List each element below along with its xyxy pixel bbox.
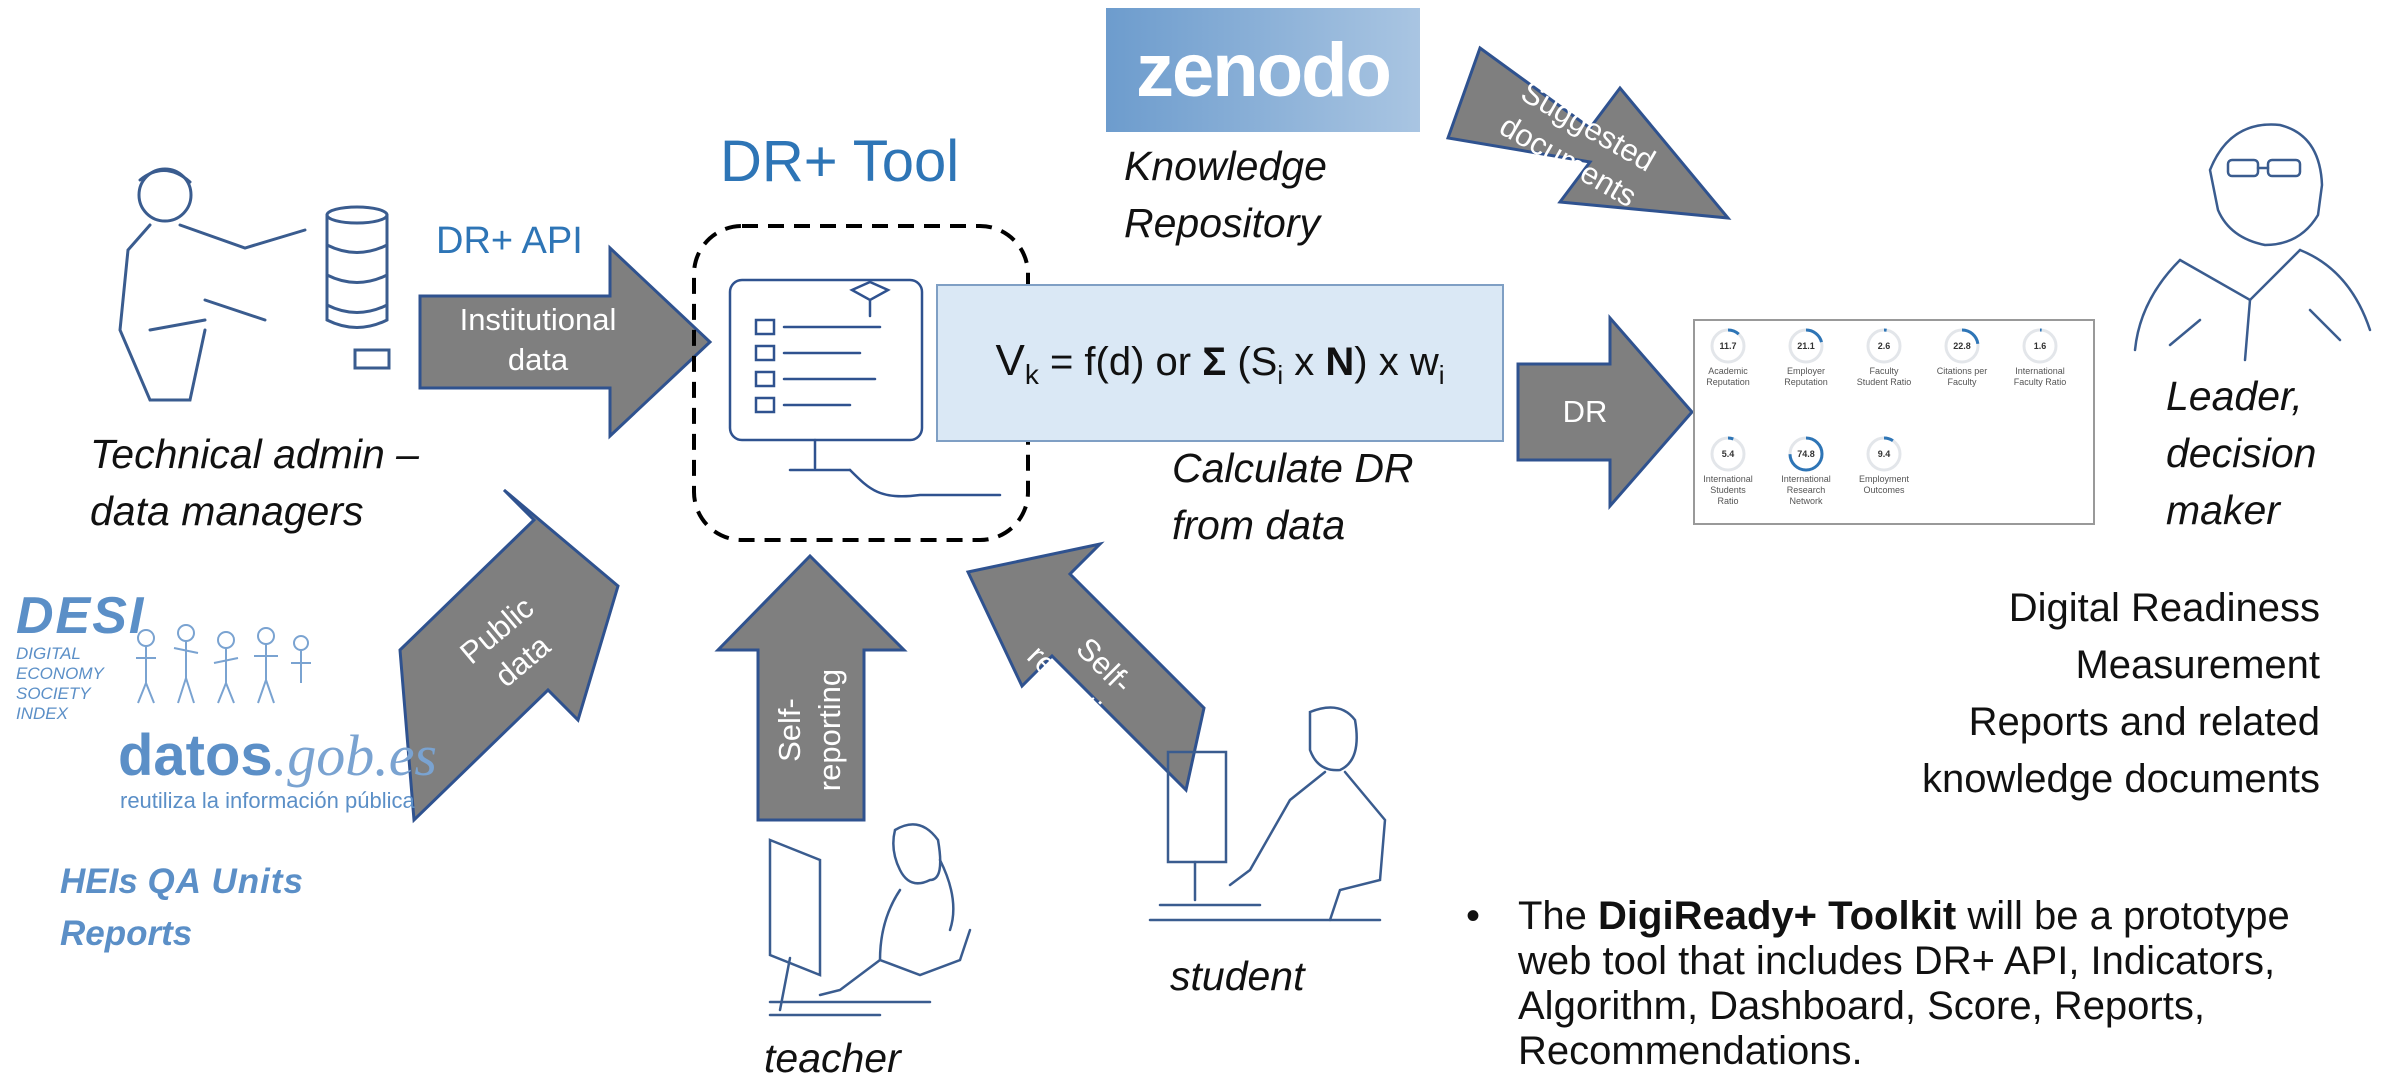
gauge-label: Employment [1859, 474, 1910, 484]
dr-tool-title: DR+ Tool [720, 128, 959, 195]
gauge-label: International [1703, 474, 1753, 484]
datos-gob-logo[interactable]: datos.gob.es reutiliza la información pú… [118, 724, 437, 814]
gauge-value: 9.4 [1878, 449, 1891, 459]
gauge-label: Reputation [1706, 377, 1750, 387]
gauge-label: Network [1789, 496, 1823, 506]
calculate-dr-caption: Calculate DR from data [1172, 440, 1414, 554]
gauge-label: International [2015, 366, 2065, 376]
zenodo-logo-text: zenodo [1136, 27, 1390, 114]
outputs-list: Digital Readiness Measurement Reports an… [1820, 580, 2320, 808]
desi-logo[interactable]: DESI DIGITAL ECONOMY SOCIETY INDEX [16, 588, 306, 738]
student-caption: student [1170, 948, 1305, 1005]
gauge-value: 22.8 [1953, 341, 1971, 351]
gauge-value: 5.4 [1722, 449, 1735, 459]
gauge-label: Research [1787, 485, 1826, 495]
toolkit-bullet: • The DigiReady+ Toolkit will be a proto… [1466, 894, 2366, 1074]
gauge-value: 21.1 [1797, 341, 1815, 351]
gauge-label: Reputation [1784, 377, 1828, 387]
gauge-value: 11.7 [1719, 341, 1736, 351]
gauge-label: Academic [1708, 366, 1748, 376]
leader-caption: Leader, decision maker [2166, 368, 2316, 539]
gauge-label: Outcomes [1863, 485, 1905, 495]
heis-qa-reports: HEIs QA Units Reports [60, 856, 304, 960]
teacher-caption: teacher [764, 1030, 901, 1087]
gauge-value: 74.8 [1797, 449, 1815, 459]
gauge-value: 2.6 [1878, 341, 1891, 351]
gauge-value: 1.6 [2034, 341, 2047, 351]
gauge-label: Student Ratio [1857, 377, 1912, 387]
formula-box: Vk = f(d) or Σ (Si x N) x wi [936, 284, 1504, 442]
technical-admin-caption: Technical admin – data managers [90, 426, 419, 540]
institutional-data-label: Institutional data [430, 300, 646, 380]
gauge-label: Citations per [1937, 366, 1988, 376]
bullet-dot: • [1466, 894, 1480, 939]
formula: Vk = f(d) or Σ (Si x N) x wi [995, 336, 1444, 391]
leader-sketch [2135, 125, 2370, 360]
self-reporting-teacher-label: Self- reporting [770, 650, 850, 810]
knowledge-repository-caption: Knowledge Repository [1124, 138, 1327, 252]
gauge-label: Faculty Ratio [2014, 377, 2067, 387]
gauge-label: International [1781, 474, 1831, 484]
gauge-label: Students [1710, 485, 1746, 495]
dr-api-label: DR+ API [436, 220, 583, 263]
teacher-sketch [770, 824, 970, 1015]
gauge-arc [1728, 438, 1733, 439]
zenodo-logo[interactable]: zenodo [1106, 8, 1420, 132]
gauge-label: Ratio [1717, 496, 1738, 506]
technical-admin-sketch [120, 169, 389, 400]
gauge-label: Faculty [1947, 377, 1977, 387]
desi-people-illustration [126, 618, 316, 708]
dr-arrow-label: DR [1540, 392, 1630, 432]
gauge-label: Employer [1787, 366, 1825, 376]
gauge-label: Faculty [1869, 366, 1899, 376]
